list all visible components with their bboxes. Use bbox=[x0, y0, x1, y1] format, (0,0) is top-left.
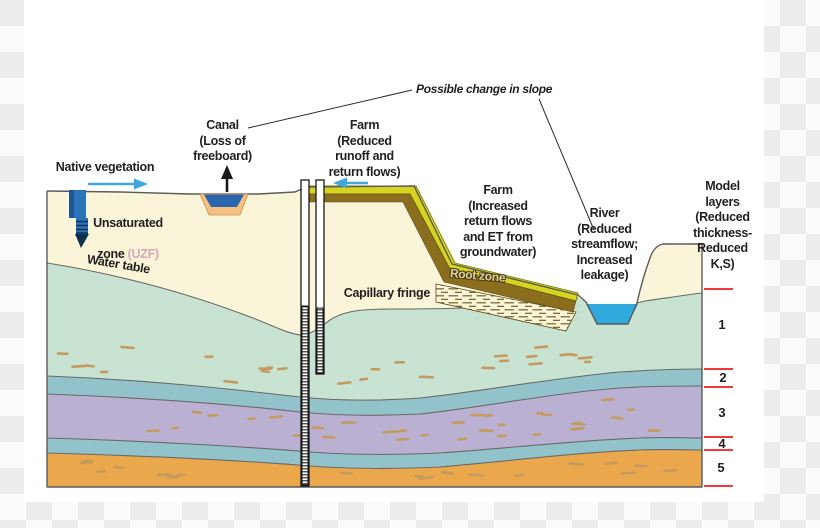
farm-return-flow-arrow-icon bbox=[333, 177, 368, 189]
native-vegetation-label: Native vegetation bbox=[55, 160, 155, 174]
layer-number-1: 1 bbox=[718, 317, 726, 332]
farm-surface bbox=[303, 185, 579, 313]
river-water bbox=[586, 304, 638, 324]
unsaturated-zone-label: Unsaturated zone (UZF) bbox=[84, 216, 172, 263]
unsaturated-zone-line2: zone bbox=[97, 247, 128, 261]
unsaturated-zone-line1: Unsaturated bbox=[93, 216, 163, 230]
farm-right-label: Farm (Increased return flows and ET from… bbox=[459, 183, 537, 259]
possible-change-label: Possible change in slope bbox=[416, 82, 553, 96]
canal-shape bbox=[199, 193, 249, 216]
river-label: River (Reduced streamflow; Increased lea… bbox=[571, 206, 638, 282]
layer-number-2: 2 bbox=[719, 370, 727, 385]
model-layer-ticks bbox=[704, 288, 733, 487]
capillary-fringe-label: Capillary fringe bbox=[343, 286, 431, 300]
model-layers-label: Model layers (Reduced thickness- Reduced… bbox=[693, 179, 752, 271]
native-vegetation-flow-arrow-icon bbox=[88, 178, 148, 190]
layer-number-5: 5 bbox=[717, 460, 725, 475]
uzf-tag: (UZF) bbox=[127, 247, 159, 261]
farm-left-label: Farm (Reduced runoff and return flows) bbox=[328, 118, 401, 179]
section-outline bbox=[46, 185, 703, 488]
root-zone-band bbox=[303, 193, 577, 313]
stream-infiltration-shape bbox=[69, 190, 89, 248]
canal-evaporation-arrow-icon bbox=[221, 165, 233, 192]
layer-number-3: 3 bbox=[718, 405, 726, 420]
layer-number-4: 4 bbox=[718, 436, 726, 451]
well-left bbox=[300, 179, 310, 487]
model-layer-5 bbox=[47, 449, 702, 487]
canal-label: Canal (Loss of freeboard) bbox=[193, 118, 252, 163]
slope-leader-lines bbox=[247, 89, 595, 231]
sediment-dashes bbox=[56, 345, 677, 480]
well-right bbox=[315, 179, 325, 375]
capillary-fringe-wedge bbox=[435, 283, 577, 332]
